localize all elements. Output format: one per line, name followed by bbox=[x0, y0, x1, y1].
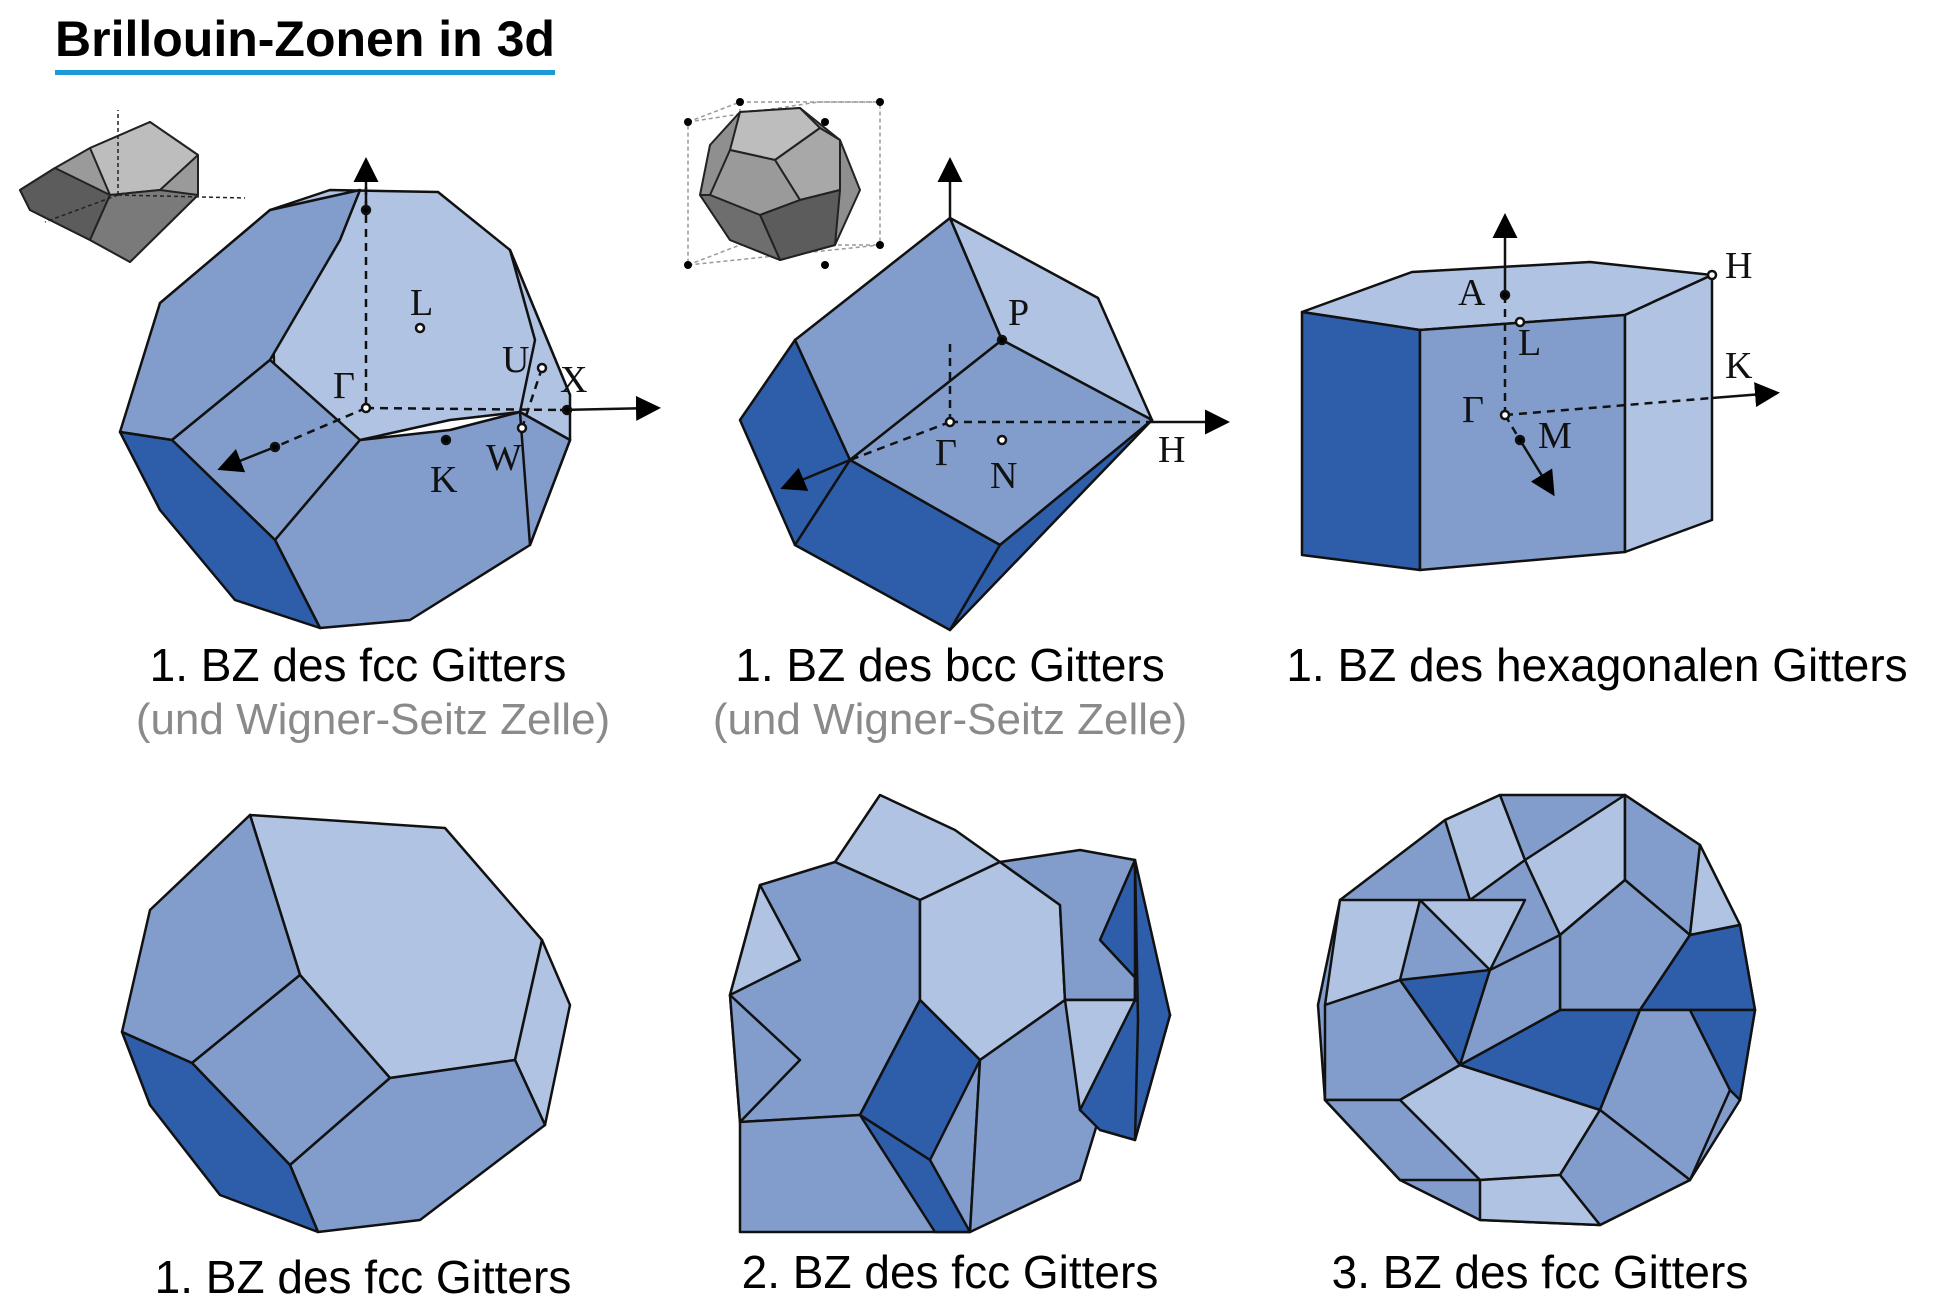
hex-bz-diagram bbox=[1300, 213, 1780, 572]
fcc-ws-inset bbox=[19, 110, 246, 263]
fcc-label-L: L bbox=[410, 282, 433, 324]
bcc-ws-inset bbox=[684, 98, 884, 269]
fcc-face-right-lower bbox=[518, 410, 572, 547]
fcc-label-U: U bbox=[502, 339, 529, 381]
bcc-label-P: P bbox=[1008, 292, 1029, 334]
fcc-face-bottom-left-dark bbox=[118, 430, 322, 630]
fcc-label-K: K bbox=[430, 459, 458, 501]
hex-label-K: K bbox=[1725, 345, 1753, 387]
hex-label-Gamma: Γ bbox=[1462, 389, 1484, 431]
hex-face-left-dark bbox=[1300, 310, 1422, 572]
hex-label-A: A bbox=[1458, 272, 1486, 314]
bcc-label-Gamma: Γ bbox=[935, 432, 957, 474]
fcc-axis-x bbox=[365, 406, 566, 412]
fcc-label-Gamma: Γ bbox=[333, 365, 355, 407]
fcc1-face-dark bbox=[120, 1030, 320, 1234]
bcc-label-H: H bbox=[1158, 429, 1185, 471]
fcc-axis-x-arrow bbox=[559, 395, 661, 421]
bcc-axis-y-arrow bbox=[780, 458, 851, 491]
bcc-bz-diagram bbox=[738, 157, 1230, 632]
fcc3-bz-diagram bbox=[1316, 793, 1757, 1227]
hex-face-right bbox=[1623, 273, 1714, 554]
caption-bcc-ws: (und Wigner-Seitz Zelle) bbox=[712, 695, 1188, 744]
hex-label-H: H bbox=[1725, 245, 1752, 287]
fcc-axis-y bbox=[274, 406, 367, 449]
caption-fcc3: 3. BZ des fcc Gitters bbox=[1331, 1246, 1749, 1298]
bcc-label-N: N bbox=[990, 455, 1017, 497]
hex-label-L: L bbox=[1518, 322, 1541, 364]
caption-fcc1: 1. BZ des fcc Gitters bbox=[154, 1251, 572, 1303]
bcc-axis-y bbox=[849, 420, 951, 462]
fcc1-bz-diagram bbox=[120, 813, 572, 1234]
caption-fcc2: 2. BZ des fcc Gitters bbox=[741, 1246, 1159, 1298]
hex-axis-x-arrow bbox=[1711, 382, 1780, 408]
hex-axis-m-arrow bbox=[1518, 439, 1555, 497]
fcc-label-X: X bbox=[560, 359, 587, 401]
fcc-axis-y-arrow bbox=[217, 445, 276, 473]
fcc2-bz-diagram bbox=[728, 793, 1172, 1234]
fcc-bz-diagram bbox=[118, 157, 661, 630]
bcc-face-right-dark bbox=[948, 418, 1154, 632]
hex-axis-x bbox=[1504, 396, 1713, 417]
fcc-label-W: W bbox=[486, 437, 522, 479]
page-title: Brillouin-Zonen in 3d bbox=[55, 10, 555, 75]
hex-label-M: M bbox=[1538, 415, 1572, 457]
fcc-line-ux bbox=[520, 367, 544, 429]
caption-bcc-bz: 1. BZ des bcc Gitters bbox=[735, 639, 1165, 691]
caption-hex-bz: 1. BZ des hexagonalen Gitters bbox=[1286, 639, 1908, 691]
caption-fcc-bz: 1. BZ des fcc Gitters bbox=[149, 639, 567, 691]
caption-fcc-ws: (und Wigner-Seitz Zelle) bbox=[135, 695, 611, 744]
